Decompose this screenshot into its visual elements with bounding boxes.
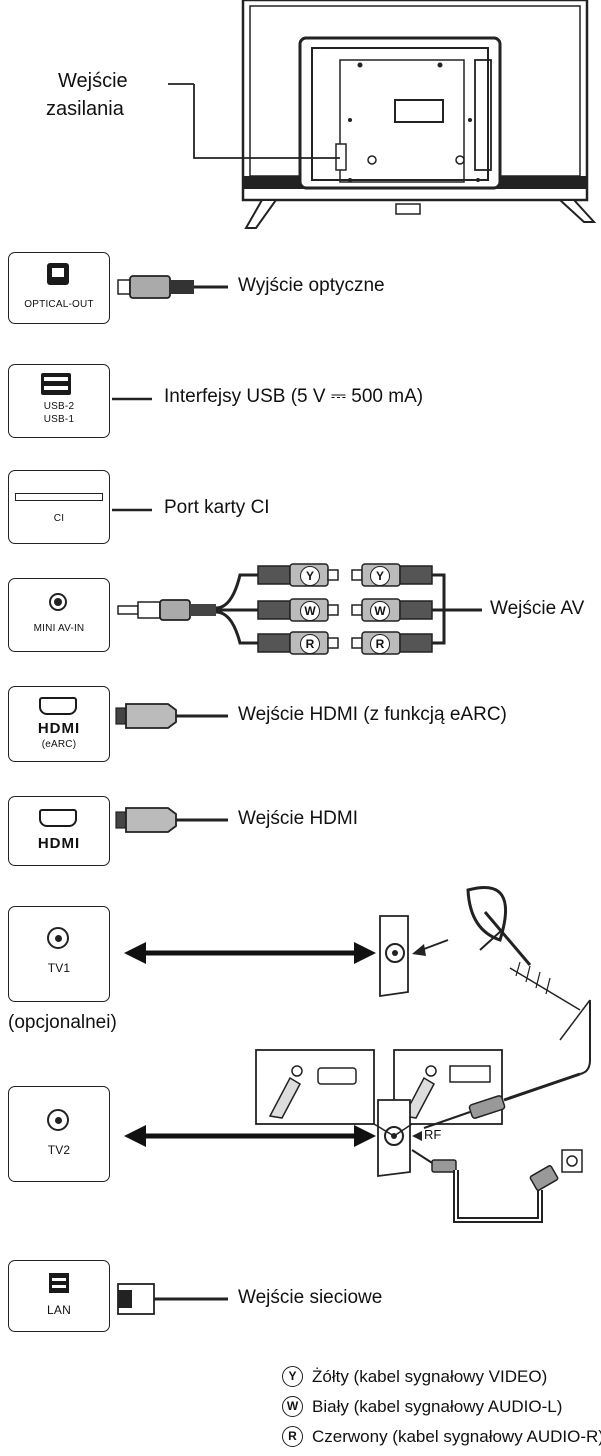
av-plug-w-right: W — [370, 601, 390, 621]
av-plug-w-left: W — [300, 601, 320, 621]
usb-lead-line — [112, 397, 152, 401]
optical-cable-icon — [117, 275, 228, 299]
legend-letter-r: R — [282, 1426, 303, 1447]
optical-out-caption: OPTICAL-OUT — [24, 299, 94, 310]
ci-lead-line — [112, 508, 152, 512]
av-plug-y-left: Y — [300, 566, 320, 586]
hdmi-port-icon — [39, 697, 77, 715]
ci-caption: CI — [53, 513, 65, 524]
av-caption: MINI AV-IN — [33, 623, 85, 634]
ci-label: Port karty CI — [164, 497, 270, 518]
tv2-rf-label: RF — [424, 1127, 442, 1142]
tv2-caption: TV2 — [47, 1143, 71, 1157]
usb-port: USB-2 USB-1 — [8, 364, 110, 438]
power-input-label-line2: zasilania — [46, 98, 124, 120]
legend-letter-y: Y — [282, 1366, 303, 1387]
optical-out-port: OPTICAL-OUT — [8, 252, 110, 324]
optical-out-label: Wyjście optyczne — [238, 275, 385, 296]
usb-caption-bottom: USB-1 — [43, 414, 75, 425]
coax-jack-icon — [47, 1109, 69, 1131]
lan-port-icon — [49, 1273, 69, 1293]
hdmi-port-icon — [39, 809, 77, 827]
tv1-satellite-illustration — [124, 885, 532, 998]
hdmi-earc-label: Wejście HDMI (z funkcją eARC) — [238, 704, 507, 725]
hdmi-cable-icon — [115, 807, 228, 833]
lan-label: Wejście sieciowe — [238, 1287, 383, 1308]
tv1-optional-note: (opcjonalnei) — [8, 1012, 117, 1033]
optical-port-icon — [47, 263, 69, 285]
legend-text-y: Żółty (kabel sygnałowy VIDEO) — [312, 1367, 548, 1386]
hdmi-logo: HDMI — [37, 835, 81, 852]
hdmi-port: HDMI — [8, 796, 110, 866]
lan-caption: LAN — [47, 1303, 71, 1317]
mini-av-in-port: MINI AV-IN — [8, 578, 110, 652]
av-plug-r-right: R — [370, 634, 390, 654]
tv-back-illustration — [168, 0, 597, 229]
av-plug-r-left: R — [300, 634, 320, 654]
legend-text-w: Biały (kabel sygnałowy AUDIO-L) — [312, 1397, 563, 1416]
hdmi-earc-caption: (eARC) — [41, 739, 77, 750]
usb-port-icon — [41, 373, 71, 395]
tv2-port: TV2 — [8, 1086, 110, 1182]
lan-port: LAN — [8, 1260, 110, 1332]
tv1-port: TV1 — [8, 906, 110, 1002]
tv2-antenna-illustration — [124, 961, 591, 1223]
tv1-caption: TV1 — [47, 961, 71, 975]
usb-label: Interfejsy USB (5 V ⎓ 500 mA) — [164, 386, 424, 407]
hdmi-earc-port: HDMI (eARC) — [8, 686, 110, 762]
av-cable-illustration — [117, 563, 482, 655]
av-input-label: Wejście AV — [490, 598, 585, 619]
av-jack-icon — [49, 593, 67, 611]
hdmi-label: Wejście HDMI — [238, 808, 358, 829]
legend-letter-w: W — [282, 1396, 303, 1417]
hdmi-earc-cable-icon — [115, 703, 228, 729]
power-input-label-line1: Wejście — [58, 70, 128, 92]
hdmi-earc-logo: HDMI — [37, 720, 81, 737]
ci-slot-icon — [15, 493, 103, 501]
av-plug-y-right: Y — [370, 566, 390, 586]
legend-text-r: Czerwony (kabel sygnałowy AUDIO-R) — [312, 1427, 601, 1446]
lan-cable-icon — [117, 1283, 228, 1315]
usb-caption-top: USB-2 — [43, 401, 75, 412]
coax-jack-icon — [47, 927, 69, 949]
ci-port: CI — [8, 470, 110, 544]
